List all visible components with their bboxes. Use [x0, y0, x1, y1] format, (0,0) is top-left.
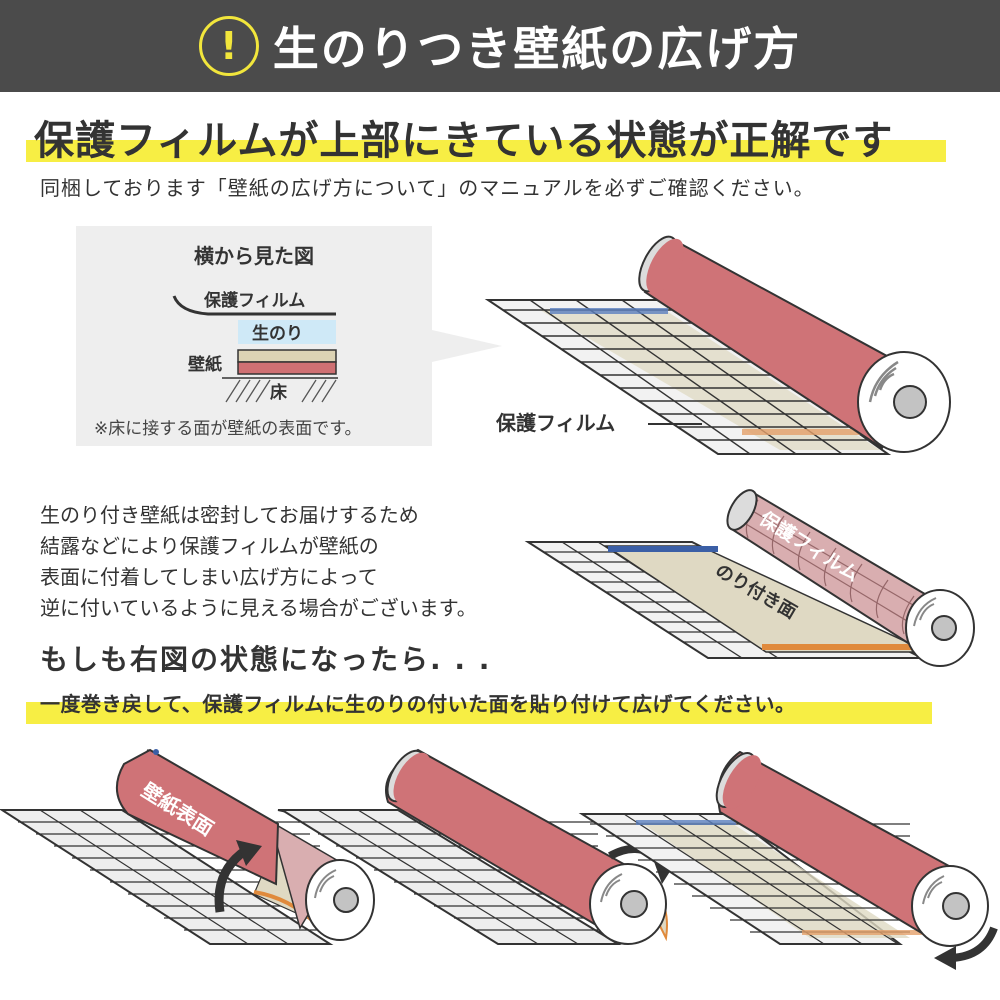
- side-view-title: 横から見た図: [194, 244, 314, 268]
- callout-pointer: [432, 330, 502, 362]
- step-3-diagram: [578, 750, 998, 970]
- explanation-text: 生のり付き壁紙は密封してお届けするため 結露などにより保護フィルムが壁紙の 表面…: [40, 500, 477, 624]
- callout-text: もしも右図の状態になったら. . .: [40, 643, 492, 676]
- page-title: 生のりつき壁紙の広げ方: [272, 22, 802, 76]
- wallpaper-label: 壁紙: [188, 354, 222, 375]
- correct-roll-diagram: 保護フィルム: [484, 235, 951, 455]
- layer-diagram: 保護フィルム 生のり 壁紙 床: [172, 290, 338, 403]
- header-bar: ! 生のりつき壁紙の広げ方: [0, 0, 1000, 92]
- explanation-line: 生のり付き壁紙は密封してお届けするため: [40, 503, 419, 527]
- wallpaper-back: [237, 349, 337, 363]
- instruction-highlight: [26, 702, 932, 724]
- film-callout-label: 保護フィルム: [495, 411, 615, 435]
- rotate-back-arrow-icon: [934, 946, 956, 970]
- headline-text: 保護フィルムが上部にきている状態が正解です: [34, 118, 894, 164]
- explanation-line: 結露などにより保護フィルムが壁紙の: [40, 534, 379, 558]
- instruction-text: 一度巻き戻して、保護フィルムに生のりの付いた面を貼り付けて広げてください。: [40, 692, 796, 716]
- paste-label: 生のり: [252, 323, 303, 344]
- arrow-up-icon: [236, 840, 262, 866]
- film-line: [172, 295, 336, 316]
- headline-highlight: [26, 140, 946, 162]
- headline: 保護フィルムが上部にきている状態が正解です: [26, 108, 946, 166]
- wallpaper-face: [237, 361, 337, 375]
- step-2-diagram: [278, 748, 676, 945]
- exclamation-icon: !: [198, 16, 259, 76]
- instruction: 一度巻き戻して、保護フィルムに生のりの付いた面を貼り付けて広げてください。: [26, 688, 932, 724]
- side-view-box: 横から見た図 保護フィルム 生のり 壁紙 床 ※床に接する面が壁紙の表面です。: [76, 226, 432, 446]
- explanation-line: 逆に付いているように見える場合がございます。: [40, 596, 477, 620]
- wrong-roll-diagram: のり付き面 保護フィルム: [524, 489, 975, 667]
- film-label: 保護フィルム: [203, 290, 305, 311]
- floor-label: 床: [270, 382, 288, 403]
- side-view-note: ※床に接する面が壁紙の表面です。: [94, 419, 362, 439]
- manual-note: 同梱しております「壁紙の広げ方について」のマニュアルを必ずご確認ください。: [40, 176, 815, 200]
- explanation-line: 表面に付着してしまい広げ方によって: [40, 565, 378, 589]
- paste-layer: [238, 320, 336, 344]
